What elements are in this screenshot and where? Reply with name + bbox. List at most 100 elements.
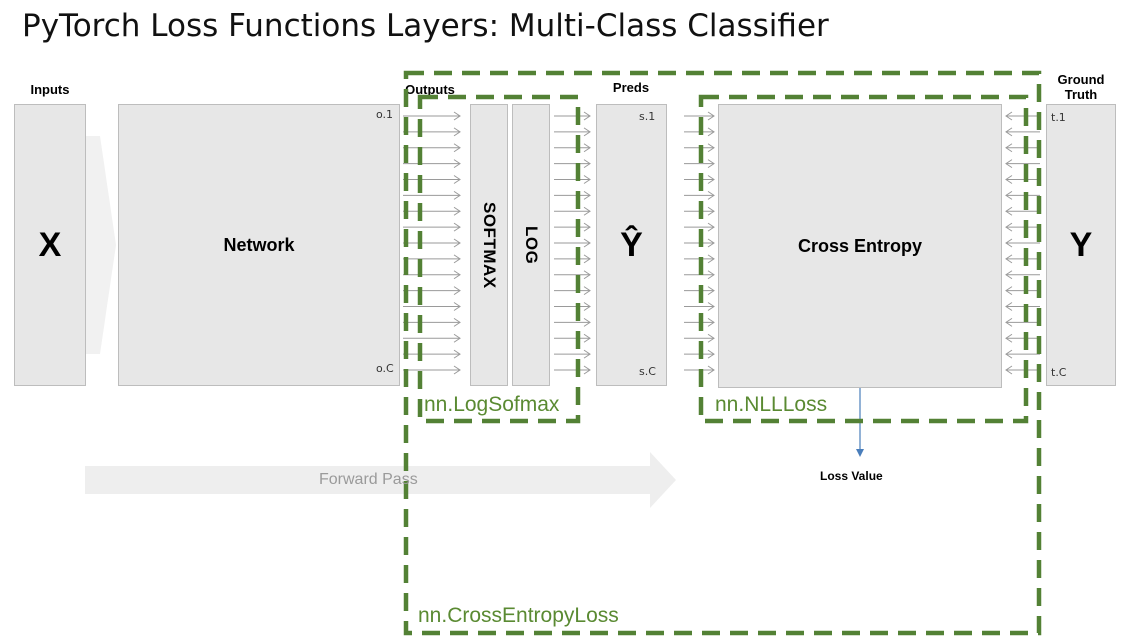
y-hat-label: Ŷ xyxy=(620,225,643,264)
truth-arrow-head xyxy=(1005,317,1013,327)
log-softmax-border xyxy=(417,94,581,424)
preds-arrow-head xyxy=(707,302,715,311)
outputs-arrow-head xyxy=(453,127,461,137)
preds-box: Ŷ xyxy=(596,104,667,386)
pred-last-index: s.C xyxy=(639,365,656,378)
preds-arrow-head xyxy=(707,143,715,153)
softmax-arrow-head xyxy=(583,270,591,280)
loss-value-label: Loss Value xyxy=(820,469,883,483)
preds-arrow-head xyxy=(707,159,715,169)
outputs-arrow-head xyxy=(453,190,461,200)
softmax-arrow-head xyxy=(583,175,591,184)
input-to-network-arrow xyxy=(86,136,116,354)
ground-truth-box: Y xyxy=(1046,104,1116,386)
preds-arrow-head xyxy=(707,111,715,121)
preds-arrow-head xyxy=(707,190,715,200)
truth-arrow-head xyxy=(1005,270,1013,280)
pred-first-index: s.1 xyxy=(639,110,656,123)
truth-arrow-head xyxy=(1005,159,1013,169)
softmax-arrow-head xyxy=(583,254,591,264)
truth-arrow-head xyxy=(1005,286,1013,296)
outputs-arrow-head xyxy=(453,317,461,327)
output-first-index: o.1 xyxy=(376,108,394,121)
softmax-arrow-head xyxy=(583,143,591,153)
outputs-arrow-head xyxy=(453,365,461,375)
input-x-box: X xyxy=(14,104,86,386)
softmax-arrow-head xyxy=(583,127,591,137)
input-x-label: X xyxy=(38,225,62,264)
preds-arrow-head xyxy=(707,127,715,137)
preds-arrow-head xyxy=(707,238,715,248)
outputs-arrow-head xyxy=(453,270,461,280)
softmax-arrow-head xyxy=(583,286,591,296)
preds-arrow-head xyxy=(707,317,715,327)
softmax-arrow-head xyxy=(583,222,591,232)
log-softmax-module-label: nn.LogSofmax xyxy=(424,393,560,416)
truth-arrow-head xyxy=(1005,238,1013,248)
log-box: LOG xyxy=(512,104,550,386)
outputs-arrow-head xyxy=(453,175,461,184)
outputs-arrow-head xyxy=(453,286,461,296)
ground-truth-header: Ground Truth xyxy=(1057,72,1105,102)
outputs-arrow-head xyxy=(453,349,461,359)
preds-arrow-head xyxy=(707,349,715,359)
softmax-arrow-head xyxy=(583,365,591,375)
outputs-arrow-head xyxy=(453,238,461,248)
cross-entropy-loss-module-label: nn.CrossEntropyLoss xyxy=(418,604,619,627)
nll-loss-module-label: nn.NLLLoss xyxy=(715,393,828,416)
softmax-arrow-head xyxy=(583,349,591,359)
outputs-arrow-head xyxy=(453,111,461,121)
cross-entropy-box: Cross Entropy xyxy=(718,104,1002,388)
softmax-arrow-head xyxy=(583,317,591,327)
softmax-arrow-head xyxy=(583,206,591,216)
nll-loss-border xyxy=(698,94,1029,424)
network-box: Network xyxy=(118,104,400,386)
outputs-arrow-head xyxy=(453,159,461,169)
truth-arrow-head xyxy=(1005,190,1013,200)
diagram-title: PyTorch Loss Functions Layers: Multi-Cla… xyxy=(22,8,829,44)
softmax-arrow-head xyxy=(583,111,591,121)
cross-entropy-label: Cross Entropy xyxy=(797,235,923,256)
truth-arrow-head xyxy=(1005,302,1013,311)
preds-arrow-head xyxy=(707,270,715,280)
truth-first-index: t.1 xyxy=(1051,111,1066,124)
preds-header: Preds xyxy=(612,80,650,95)
truth-arrow-head xyxy=(1005,365,1013,375)
preds-arrow-head xyxy=(707,175,715,184)
preds-arrow-head xyxy=(707,254,715,264)
loss-arrow-head xyxy=(856,449,864,457)
forward-pass-label: Forward Pass xyxy=(319,471,418,488)
outputs-header: Outputs xyxy=(405,82,455,97)
softmax-box: SOFTMAX xyxy=(470,104,508,386)
output-last-index: o.C xyxy=(376,362,394,375)
outputs-arrow-head xyxy=(453,206,461,216)
softmax-arrow-head xyxy=(583,190,591,200)
softmax-arrow-head xyxy=(583,159,591,169)
outputs-arrow-head xyxy=(453,143,461,153)
preds-arrow-head xyxy=(707,222,715,232)
forward-pass-arrow xyxy=(85,452,676,508)
outputs-arrow-head xyxy=(453,222,461,232)
truth-arrow-head xyxy=(1005,111,1013,121)
preds-arrow-head xyxy=(707,365,715,375)
truth-arrow-head xyxy=(1005,127,1013,137)
softmax-arrow-head xyxy=(583,302,591,311)
softmax-label: SOFTMAX xyxy=(480,201,499,289)
truth-arrow-head xyxy=(1005,254,1013,264)
truth-arrow-head xyxy=(1005,175,1013,184)
truth-arrow-head xyxy=(1005,143,1013,153)
truth-arrow-head xyxy=(1005,333,1013,343)
truth-arrow-head xyxy=(1005,222,1013,232)
preds-arrow-head xyxy=(707,286,715,296)
truth-last-index: t.C xyxy=(1051,366,1067,379)
softmax-arrow-head xyxy=(583,333,591,343)
inputs-header: Inputs xyxy=(30,82,70,97)
preds-arrow-head xyxy=(707,333,715,343)
outputs-arrow-head xyxy=(453,302,461,311)
truth-arrow-head xyxy=(1005,349,1013,359)
outputs-arrow-head xyxy=(453,333,461,343)
cross-entropy-loss-border xyxy=(403,70,1042,636)
network-label: Network xyxy=(223,234,295,255)
ground-truth-y-label: Y xyxy=(1069,225,1093,264)
